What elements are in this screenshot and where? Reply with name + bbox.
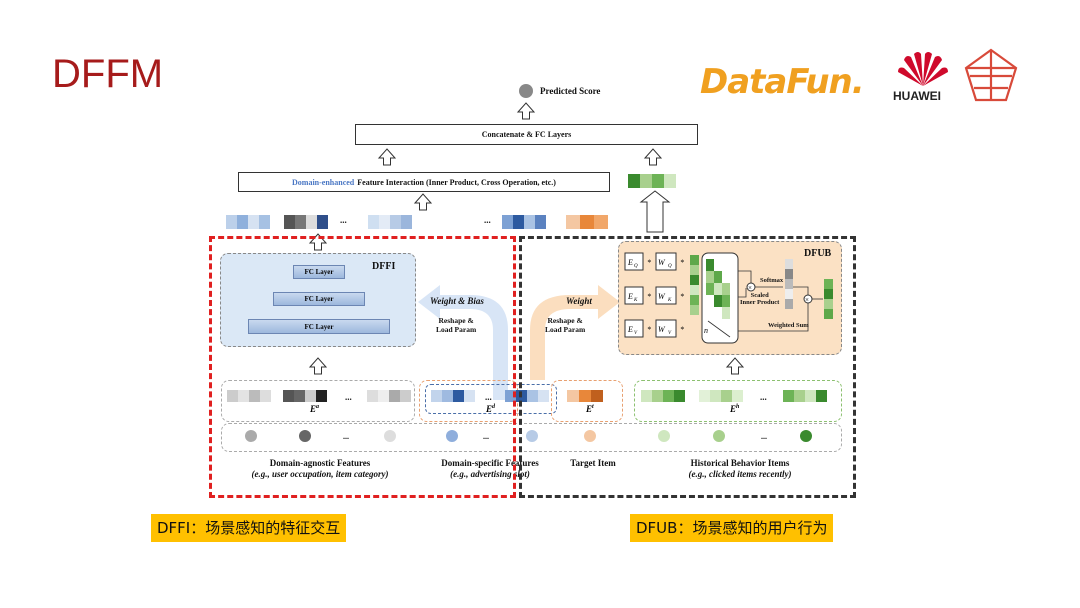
fc-layer: FC Layer bbox=[293, 265, 345, 279]
dffi-highlight-border bbox=[209, 236, 516, 498]
feature-caption: Domain-agnostic Features (e.g., user occ… bbox=[251, 458, 389, 479]
behavior-embedding-group bbox=[634, 380, 842, 422]
svg-text:...: ... bbox=[483, 432, 489, 441]
tall-up-arrow-icon bbox=[639, 190, 671, 233]
svg-text:×: × bbox=[805, 296, 809, 304]
svg-text:Q: Q bbox=[634, 264, 638, 269]
ellipsis: ... bbox=[345, 392, 352, 402]
ellipsis: ... bbox=[760, 392, 767, 402]
svg-text:V: V bbox=[634, 331, 638, 336]
reshape-load-label: Reshape & Load Param bbox=[545, 316, 586, 334]
up-arrow-icon bbox=[644, 148, 662, 166]
n-label: n bbox=[704, 326, 708, 335]
reshape-load-label: Reshape & Load Param bbox=[436, 316, 477, 334]
datafun-logo: DataFun. bbox=[700, 62, 865, 102]
weight-bias-label: Weight & Bias bbox=[430, 296, 484, 306]
feature-caption: Historical Behavior Items (e.g., clicked… bbox=[688, 458, 792, 479]
svg-text:E: E bbox=[627, 325, 633, 334]
fc-layer: FC Layer bbox=[273, 292, 365, 306]
svg-text:...: ... bbox=[761, 432, 767, 441]
dfub-block-title: DFUB bbox=[804, 248, 832, 259]
embedding-et-label: Et bbox=[586, 404, 594, 414]
embedding-ea-label: Ea bbox=[310, 404, 320, 414]
scaled-inner-product-label: Scaled Inner Product bbox=[740, 292, 780, 306]
concat-fc-layer-label: Concatenate & FC Layers bbox=[481, 130, 572, 139]
dffi-block-title: DFFI bbox=[372, 261, 396, 272]
svg-text:*: * bbox=[680, 325, 684, 334]
weight-arrow-icon bbox=[530, 285, 620, 380]
ellipsis: ... bbox=[484, 215, 491, 225]
feature-interaction-label: Feature Interaction (Inner Product, Cros… bbox=[357, 177, 556, 187]
svg-text:E: E bbox=[627, 292, 633, 301]
weight-bias-arrow-icon bbox=[418, 285, 508, 400]
domain-agnostic-embedding-group bbox=[221, 380, 415, 422]
weight-label: Weight bbox=[566, 296, 592, 306]
slide-title: DFFM bbox=[52, 52, 164, 96]
fc-layer: FC Layer bbox=[248, 319, 390, 334]
up-arrow-icon bbox=[517, 102, 535, 120]
weighted-sum-label: Weighted Sum bbox=[768, 322, 809, 329]
ellipsis: ... bbox=[485, 392, 492, 402]
dfub-output-embedding bbox=[628, 174, 676, 188]
up-arrow-icon bbox=[414, 193, 432, 211]
predicted-score-label: Predicted Score bbox=[540, 86, 601, 96]
svg-text:W: W bbox=[658, 325, 666, 334]
ellipsis: ... bbox=[340, 215, 347, 225]
partner-logo-icon bbox=[964, 48, 1018, 102]
svg-text:W: W bbox=[658, 258, 666, 267]
up-arrow-icon bbox=[378, 148, 396, 166]
embedding-ed-label: Ed bbox=[486, 404, 496, 414]
interaction-input-embeddings bbox=[226, 215, 608, 229]
dffi-caption-label: DFFI：场景感知的特征交互 bbox=[151, 514, 347, 542]
dfub-caption-label: DFUB：场景感知的用户行为 bbox=[630, 514, 834, 542]
svg-text:K: K bbox=[667, 298, 672, 303]
predicted-score-dot bbox=[519, 84, 533, 98]
svg-text:...: ... bbox=[343, 432, 349, 441]
softmax-label: Softmax bbox=[760, 277, 784, 284]
huawei-logo-icon bbox=[898, 52, 948, 86]
svg-text:*: * bbox=[680, 258, 684, 267]
feature-interaction-box: Domain-enhanced Feature Interaction (Inn… bbox=[238, 172, 610, 192]
svg-text:×: × bbox=[748, 284, 752, 292]
svg-text:*: * bbox=[680, 292, 684, 301]
svg-text:V: V bbox=[668, 331, 672, 336]
feature-embeddings bbox=[227, 390, 827, 402]
input-features-row bbox=[221, 423, 842, 452]
domain-enhanced-label: Domain-enhanced bbox=[292, 177, 355, 187]
huawei-wordmark: HUAWEI bbox=[893, 89, 941, 103]
svg-text:*: * bbox=[647, 325, 651, 334]
svg-text:Q: Q bbox=[668, 264, 672, 269]
concat-fc-layer-box: Concatenate & FC Layers bbox=[355, 124, 698, 145]
domain-specific-inner-group bbox=[425, 384, 557, 414]
embedding-eh-label: Eh bbox=[730, 404, 740, 414]
svg-text:*: * bbox=[647, 292, 651, 301]
svg-text:K: K bbox=[633, 298, 638, 303]
dfub-highlight-border bbox=[519, 236, 856, 498]
svg-text:*: * bbox=[647, 258, 651, 267]
svg-text:E: E bbox=[627, 258, 633, 267]
target-item-embedding-group bbox=[551, 380, 623, 422]
input-feature-dots: ... ... ... bbox=[245, 430, 812, 442]
svg-text:W: W bbox=[658, 292, 666, 301]
feature-caption: Domain-specific Features (e.g., advertis… bbox=[441, 458, 539, 479]
feature-caption: Target Item bbox=[570, 458, 616, 468]
